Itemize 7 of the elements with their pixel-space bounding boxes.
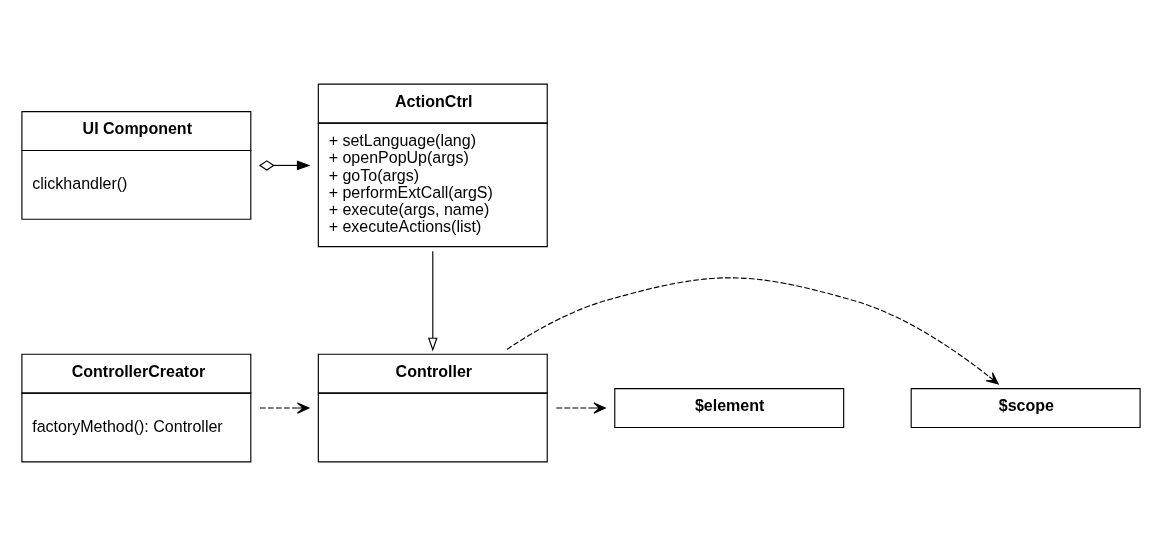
- arrow: [506, 277, 999, 385]
- arrow: [427, 250, 438, 352]
- node-box: $scope: [910, 388, 1141, 429]
- arrow: [258, 160, 311, 171]
- node-box: $element: [614, 388, 845, 429]
- arrow: [259, 402, 310, 414]
- arrow: [555, 402, 606, 414]
